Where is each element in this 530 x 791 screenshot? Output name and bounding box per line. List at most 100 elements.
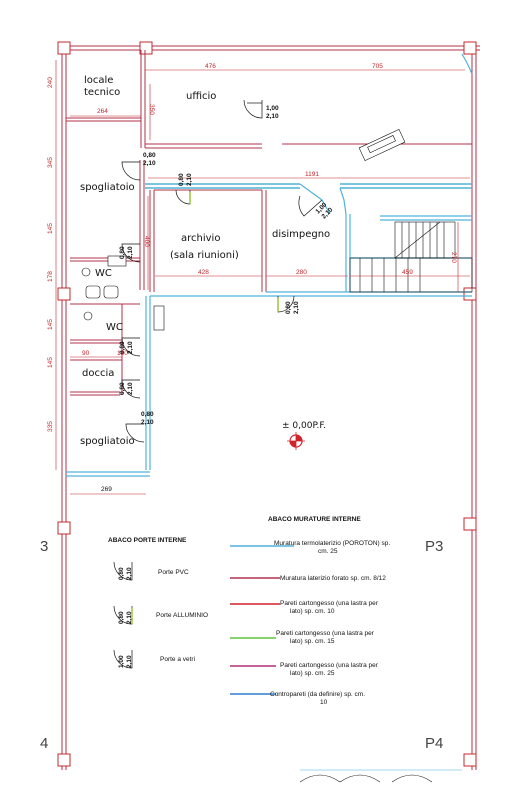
perimeter-walls	[61, 45, 480, 770]
legend-wall-cg10-line2: lato) sp. cm. 10	[290, 608, 335, 615]
room-spogliatoio-bottom: spogliatoio	[80, 436, 135, 447]
door-doccia-width: 0,80	[119, 382, 126, 395]
room-archivio: archivio	[181, 233, 220, 244]
door-wc-bottom-width: 0,80	[119, 341, 126, 354]
room-labels: locale tecnico ufficio spogliatoio archi…	[80, 75, 330, 447]
grid-label-p4: P4	[425, 735, 443, 752]
door-corridor-height: 2,10	[293, 301, 300, 314]
door-wc-top-width: 0,80	[119, 246, 126, 259]
legend-wall-cg10-line1: Pareti cartongesso (una lastra per	[280, 600, 379, 607]
wall-disimpegno	[266, 183, 472, 297]
door-corridor-width: 0,80	[285, 301, 292, 314]
dimension-lines	[55, 60, 470, 495]
dim-400: 400	[143, 236, 150, 247]
dim-350: 350	[148, 104, 155, 115]
legend-wall-controparete: Contropareti (da definire) sp. cm. 10	[230, 691, 365, 706]
legend-wall-cg25-line1: Pareti cartongesso (una lastra per	[280, 662, 379, 669]
dim-280: 280	[296, 269, 307, 276]
dim-264: 264	[97, 108, 108, 115]
legend-door-pvc-height: 2,10	[126, 567, 133, 580]
stairs	[349, 221, 473, 293]
door-wc-top-height: 2,10	[127, 246, 134, 259]
legend-door-alluminio-label: Porte ALLUMINIO	[156, 612, 208, 619]
legend-wall-cartongesso-25: Pareti cartongesso (una lastra per lato)…	[230, 662, 379, 677]
wall-bottom-left	[66, 295, 266, 477]
wall-archivio	[149, 189, 267, 292]
dim-left-145a: 145	[47, 223, 54, 234]
legend-wall-poroton-line2: cm. 25	[318, 548, 338, 555]
room-ufficio: ufficio	[186, 91, 216, 102]
legend-wall-laterizio-line1: Muratura laterizio forato sp. cm. 8/12	[280, 575, 386, 582]
doors	[121, 99, 323, 443]
legend-door-pvc: 0,80 2,10 Porte PVC	[113, 561, 189, 581]
abaco-porte-title: ABACO PORTE INTERNE	[108, 537, 187, 544]
room-locale-tecnico-line1: locale	[84, 75, 113, 86]
abaco-murature-title: ABACO MURATURE INTERNE	[268, 516, 361, 523]
door-wc-bottom-height: 2,10	[127, 341, 134, 354]
dim-left-240: 240	[47, 77, 54, 88]
legend-door-vetri-width: 1,00	[118, 655, 125, 668]
dim-476: 476	[205, 63, 216, 70]
room-disimpegno: disimpegno	[272, 229, 330, 240]
legend-door-alluminio-height: 2,10	[126, 611, 133, 624]
dim-left-335: 335	[47, 421, 54, 432]
curved-wall	[461, 53, 473, 75]
room-wc-top: WC	[95, 268, 112, 279]
door-archivio-height: 2,10	[186, 173, 193, 186]
legend-door-alluminio: 0,80 2,10 Porte ALLUMINIO	[113, 605, 208, 625]
dim-270: 270	[450, 252, 457, 263]
wall-poroton-main	[145, 183, 472, 189]
door-ufficio-width: 1,00	[266, 105, 279, 112]
wall-laterizio	[66, 50, 472, 149]
legend-door-vetri-label: Porte a vetri	[160, 656, 195, 663]
door-spogliatoio-bottom-height: 2,10	[141, 419, 154, 426]
room-wc-bottom: WC	[106, 322, 123, 333]
door-spogliatoio-top-height: 2,10	[143, 160, 156, 167]
grid-label-left-3: 3	[40, 538, 48, 555]
dim-90: 90	[82, 350, 90, 357]
legend-door-pvc-width: 0,80	[118, 567, 125, 580]
dim-left-145b: 145	[47, 319, 54, 330]
door-spogliatoio-top-width: 0,80	[143, 152, 156, 159]
dim-left-345: 345	[47, 157, 54, 168]
legend-wall-laterizio: Muratura laterizio forato sp. cm. 8/12	[230, 575, 386, 582]
dim-269: 269	[101, 486, 112, 493]
legend-door-vetri-height: 2,10	[126, 655, 133, 668]
legend-wall-poroton-line1: Muratura termolaterizio (POROTON) sp.	[274, 540, 390, 547]
wall-wc-doccia	[70, 303, 140, 396]
legend-wall-cg25-line2: lato) sp. cm. 25	[290, 670, 335, 677]
room-sala-riunioni: (sala riunioni)	[170, 250, 239, 261]
dim-left-145c: 145	[47, 357, 54, 368]
legend-wall-cartongesso-15: Pareti cartongesso (una lastra per lato)…	[230, 630, 375, 645]
abaco-murature: ABACO MURATURE INTERNE Muratura termolat…	[230, 516, 390, 706]
legend-wall-poroton: Muratura termolaterizio (POROTON) sp. cm…	[230, 540, 390, 555]
legend-wall-controparete-line1: Contropareti (da definire) sp. cm.	[270, 691, 365, 698]
legend-wall-cg15-line1: Pareti cartongesso (una lastra per	[276, 630, 375, 637]
dimension-labels: 476 705 264 350 1191 400 428 280 459 270…	[47, 63, 457, 493]
door-labels: 1,00 2,10 0,80 2,10 0,80 2,10 1,00 2,10 …	[119, 105, 335, 426]
legend-wall-cartongesso-10: Pareti cartongesso (una lastra per lato)…	[230, 600, 379, 615]
legend-door-vetri: 1,00 2,10 Porte a vetri	[113, 649, 195, 669]
door-spogliatoio-bottom-width: 0,80	[141, 411, 154, 418]
room-locale-tecnico-line2: tecnico	[84, 87, 120, 98]
grid-label-left-4: 4	[40, 735, 48, 752]
entrance-doors	[299, 769, 462, 783]
level-label: ± 0,00P.F.	[282, 421, 326, 431]
dim-459: 459	[402, 269, 413, 276]
dim-428: 428	[198, 269, 209, 276]
legend-door-alluminio-width: 0,80	[118, 611, 125, 624]
abaco-porte: ABACO PORTE INTERNE 0,80 2,10 Porte PVC …	[108, 537, 208, 669]
legend-wall-controparete-line2: 10	[320, 699, 328, 706]
door-ufficio-height: 2,10	[266, 113, 279, 120]
dim-705: 705	[372, 63, 383, 70]
door-doccia-height: 2,10	[127, 382, 134, 395]
legend-door-pvc-label: Porte PVC	[158, 569, 189, 576]
room-doccia: doccia	[82, 368, 114, 379]
dim-1191: 1191	[305, 171, 319, 178]
pillars	[57, 41, 477, 767]
grid-label-p3: P3	[425, 538, 443, 555]
door-archivio-width: 0,80	[178, 173, 185, 186]
dim-150: 150	[117, 350, 128, 357]
legend-wall-cg15-line2: lato) sp. cm. 15	[290, 638, 335, 645]
